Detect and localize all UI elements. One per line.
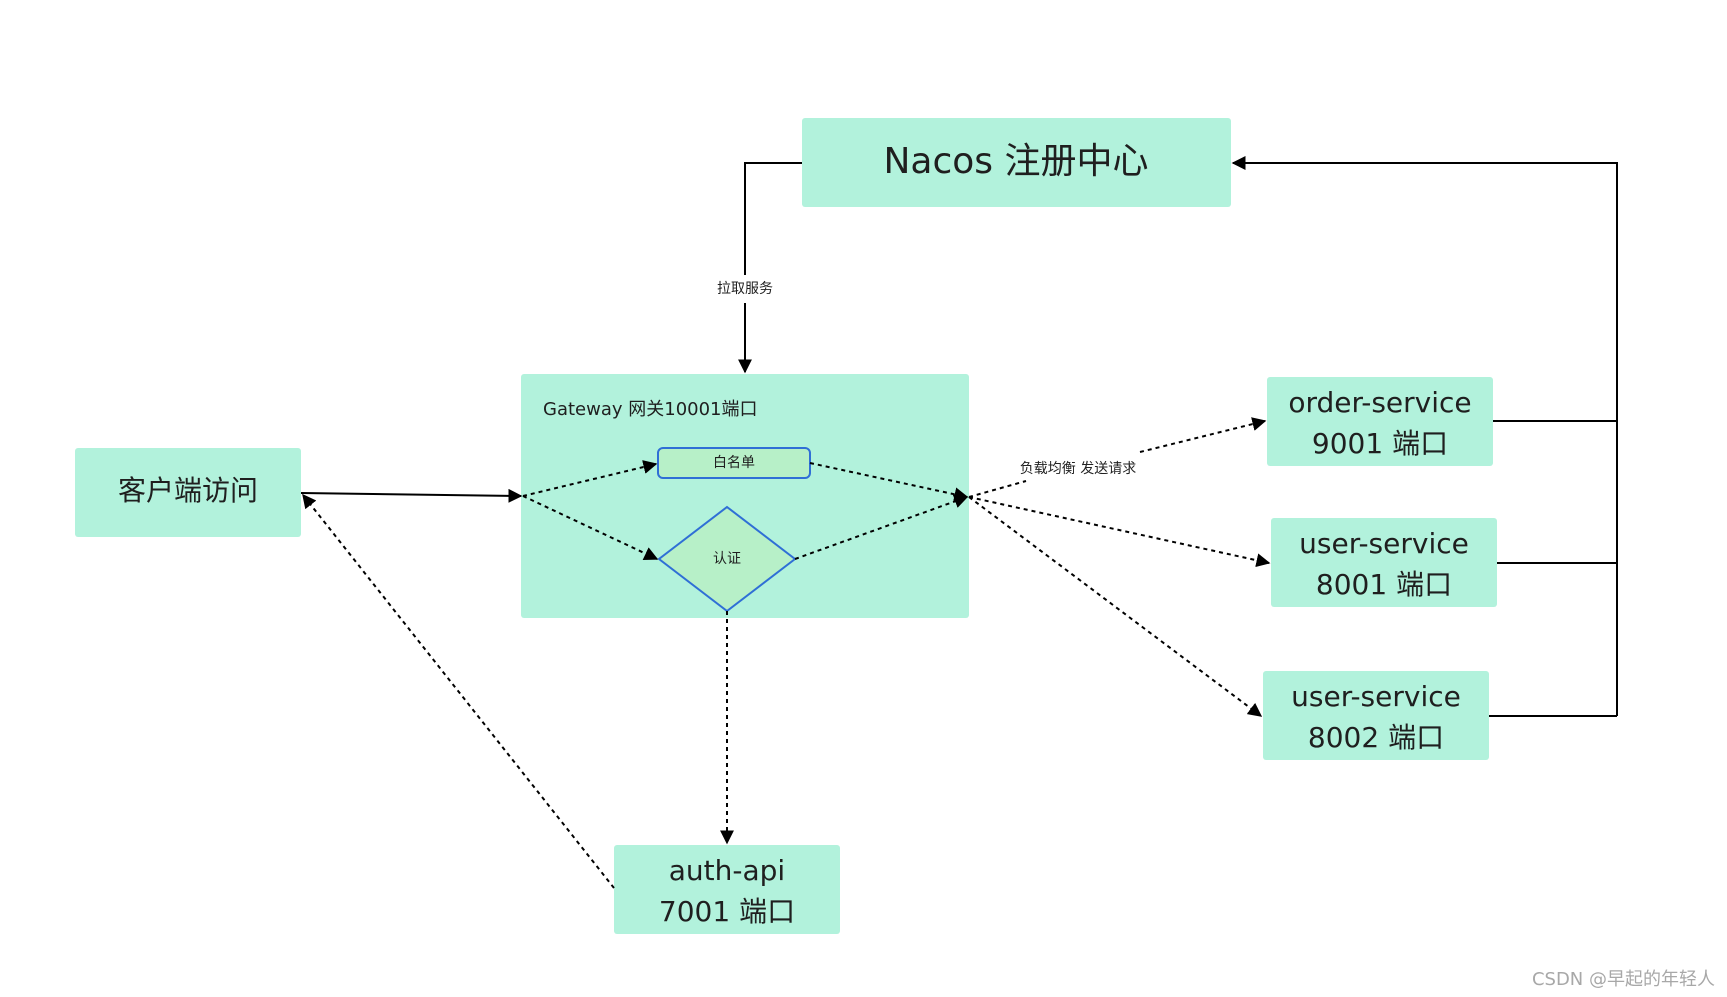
pull-services-label: 拉取服务: [717, 281, 773, 297]
auth-api-name: auth-api: [669, 854, 785, 887]
client-to-gateway-edge: [300, 488, 523, 503]
gateway-to-order-service-edge-b: [1139, 417, 1267, 453]
nacos-registry-label: Nacos 注册中心: [883, 141, 1148, 182]
gateway-in-to-auth-edge: [522, 495, 659, 560]
order-service-node: order-service 9001 端口: [1267, 377, 1493, 466]
whitelist-node: 白名单: [657, 447, 811, 479]
auth-api-node: auth-api 7001 端口: [614, 845, 840, 934]
user-service-8001-name: user-service: [1299, 527, 1469, 560]
csdn-watermark: CSDN @早起的年轻人: [1531, 969, 1715, 990]
user-service-8002-name: user-service: [1291, 680, 1461, 713]
user-service-8002-node: user-service 8002 端口: [1263, 671, 1489, 760]
gateway-to-order-service-edge-a: [968, 480, 1027, 498]
gateway-to-user-service-8001-edge: [968, 496, 1271, 568]
register-bus-to-nacos-edge: [1231, 156, 1618, 716]
auth-api-port: 7001 端口: [659, 895, 795, 928]
user-service-8001-node: user-service 8001 端口: [1271, 518, 1497, 607]
gateway-label: Gateway 网关10001端口: [543, 399, 758, 420]
nacos-to-gateway-edge: [744, 162, 802, 275]
whitelist-to-gateway-out-edge: [809, 462, 969, 502]
gateway-in-to-whitelist-edge: [522, 460, 658, 497]
auth-api-to-client-edge: [302, 493, 615, 889]
order-service-port: 9001 端口: [1312, 427, 1448, 460]
auth-check-label: 认证: [713, 551, 741, 567]
client-label: 客户端访问: [118, 474, 258, 507]
gateway-to-user-service-8002-edge: [968, 496, 1263, 717]
client-node: 客户端访问: [75, 448, 301, 537]
order-service-name: order-service: [1288, 386, 1471, 419]
load-balance-label: 负载均衡 发送请求: [1020, 461, 1136, 477]
user-service-8001-port: 8001 端口: [1316, 568, 1452, 601]
auth-to-gateway-out-edge: [794, 494, 969, 560]
user-service-8002-port: 8002 端口: [1308, 721, 1444, 754]
nacos-registry-node: Nacos 注册中心: [802, 118, 1231, 207]
gateway-node: Gateway 网关10001端口: [521, 374, 969, 618]
auth-check-node: 认证: [657, 505, 797, 613]
whitelist-label: 白名单: [713, 455, 755, 471]
